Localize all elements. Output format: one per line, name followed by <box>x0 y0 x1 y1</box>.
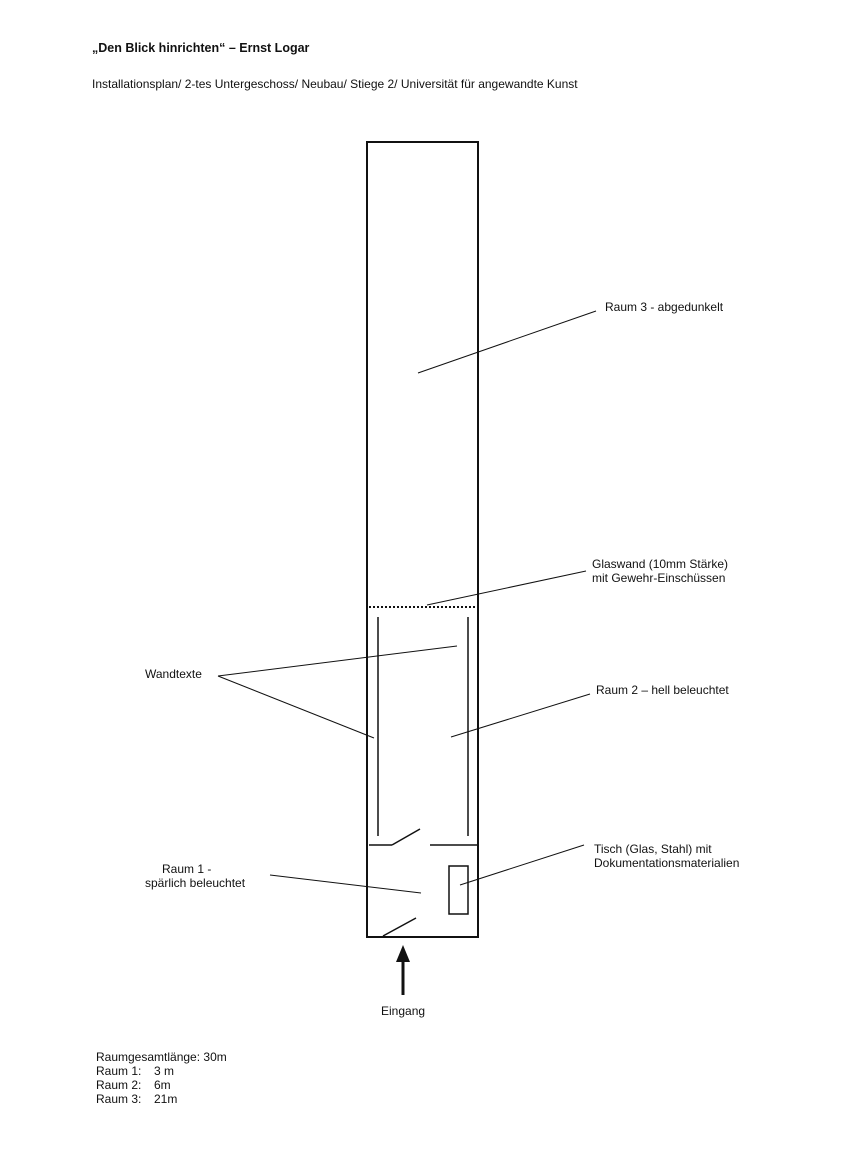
label-raum1-line2: spärlich beleuchtet <box>145 876 246 890</box>
leader-wandtexte-right <box>217 645 458 677</box>
label-eingang: Eingang <box>381 1004 425 1018</box>
label-raum1-line1: Raum 1 - <box>162 862 211 876</box>
room-length-label: Raum 1: <box>96 1064 142 1078</box>
room-lengths: Raumgesamtlänge: 30m Raum 1: 3 m Raum 2:… <box>96 1050 227 1106</box>
leader-raum3 <box>417 310 597 374</box>
leader-wandtexte-left <box>217 675 375 739</box>
partition-door <box>391 828 421 846</box>
leader-glaswand <box>426 570 587 606</box>
room-length-row: Raum 2: 6m <box>96 1078 227 1092</box>
label-glaswand-line1: Glaswand (10mm Stärke) <box>592 557 728 571</box>
label-tisch-line2: Dokumentationsmaterialien <box>594 856 739 870</box>
page-title: „Den Blick hinrichten“ – Ernst Logar <box>92 41 310 55</box>
room-length-row: Raum 1: 3 m <box>96 1064 227 1078</box>
leader-raum1 <box>269 874 422 894</box>
outer-wall <box>366 141 479 938</box>
label-raum3: Raum 3 - abgedunkelt <box>605 300 724 314</box>
label-tisch-line1: Tisch (Glas, Stahl) mit <box>594 842 712 856</box>
room-length-value: 3 m <box>154 1064 175 1078</box>
entrance-arrow-head-icon <box>396 945 410 962</box>
total-length: Raumgesamtlänge: 30m <box>96 1050 227 1064</box>
room-length-value: 21m <box>154 1092 178 1106</box>
room-length-label: Raum 2: <box>96 1078 142 1092</box>
leader-raum2 <box>450 693 591 738</box>
entrance-door <box>382 917 417 937</box>
room-length-row: Raum 3: 21m <box>96 1092 227 1106</box>
room-length-label: Raum 3: <box>96 1092 142 1106</box>
table <box>448 865 469 915</box>
label-wandtexte: Wandtexte <box>145 667 202 681</box>
page-subtitle: Installationsplan/ 2-tes Untergeschoss/ … <box>92 77 578 91</box>
label-glaswand-line2: mit Gewehr-Einschüssen <box>592 571 725 585</box>
total-length-text: Raumgesamtlänge: 30m <box>96 1050 227 1064</box>
room-length-value: 6m <box>154 1078 171 1092</box>
leader-tisch <box>459 844 585 886</box>
label-raum2: Raum 2 – hell beleuchtet <box>596 683 729 697</box>
